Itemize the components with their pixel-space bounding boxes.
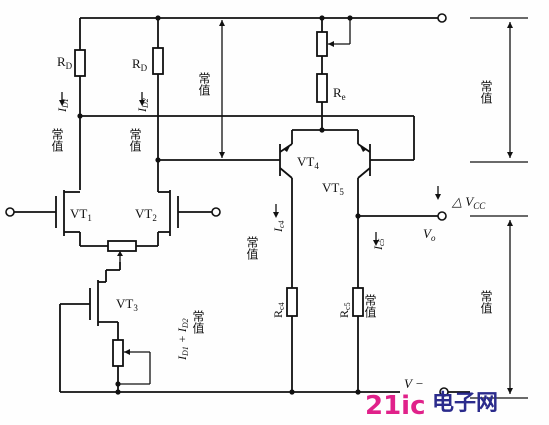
ic4-label: Ic4 (271, 220, 286, 233)
rd2-label: RD (132, 56, 148, 73)
svg-text:21ic: 21ic (365, 391, 426, 421)
id2-label: ID2 (135, 98, 150, 113)
const-ic4: 常值 (245, 236, 259, 261)
vt3-source-pot (112, 339, 124, 367)
vt2-label: VT2 (135, 206, 157, 223)
const-right: 常值 (479, 80, 493, 105)
id1-label: ID1 (55, 98, 70, 113)
svg-text:Ic4: Ic4 (271, 220, 286, 233)
rc5-label: Rc5 (337, 302, 352, 318)
svg-text:Rc4: Rc4 (271, 302, 286, 318)
svg-text:ID1 + ID2: ID1 + ID2 (175, 318, 190, 361)
rd1-resistor (74, 49, 86, 77)
const-top: 常值 (197, 72, 211, 97)
watermark-logo: 21ic 电子网 (365, 391, 498, 421)
vo-terminal[interactable] (437, 211, 447, 221)
const-ic5: 常值 (363, 294, 377, 319)
const-left: 常值 (50, 128, 64, 153)
vt1-input-terminal[interactable] (5, 207, 15, 217)
rc4-label: Rc4 (271, 302, 286, 318)
rc5-resistor (352, 287, 364, 317)
source-pot (107, 240, 137, 252)
vminus-label: V − (404, 376, 424, 391)
vt5-label: VT5 (322, 180, 344, 197)
re-pot (316, 31, 328, 57)
const-lower-right: 常值 (479, 290, 493, 315)
vo-label: Vo (423, 226, 436, 243)
dvcc-label: △ VCC (451, 194, 486, 211)
svg-text:ID1: ID1 (55, 98, 70, 113)
const-mid: 常值 (128, 128, 142, 153)
svg-text:Rc5: Rc5 (337, 302, 352, 318)
re-resistor (316, 73, 328, 103)
rd1-label: RD (57, 54, 73, 71)
rd2-resistor (152, 47, 164, 75)
vt2-input-terminal[interactable] (211, 207, 221, 217)
svg-text:ID2: ID2 (135, 98, 150, 113)
re-label: Re (333, 85, 346, 102)
svg-text:Ic5: Ic5 (371, 238, 386, 251)
sum-current-label: ID1 + ID2 (175, 318, 190, 361)
svg-text:电子网: 电子网 (432, 391, 498, 416)
rc4-resistor (286, 287, 298, 317)
vt1-label: VT1 (70, 206, 92, 223)
vt3-label: VT3 (116, 296, 138, 313)
const-sum: 常值 (191, 310, 205, 335)
ic5-label: Ic5 (371, 238, 386, 251)
vplus-terminal[interactable] (437, 13, 447, 23)
vt4-label: VT4 (297, 154, 319, 171)
